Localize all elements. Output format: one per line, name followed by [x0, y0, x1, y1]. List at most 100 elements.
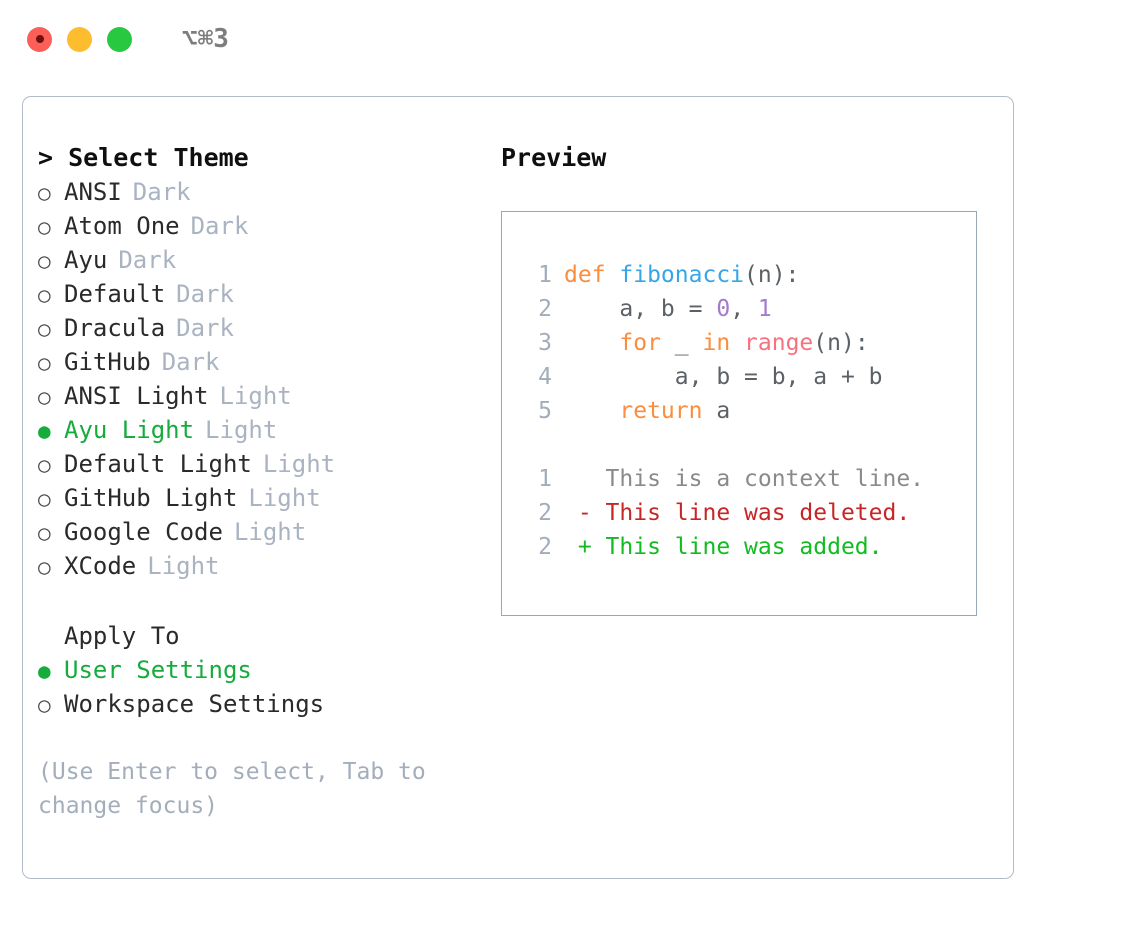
apply-to-item-1[interactable]: ○ Workspace Settings — [38, 687, 488, 721]
keyboard-shortcut-label: ⌥⌘3 — [182, 24, 229, 54]
theme-variant-badge: Light — [248, 484, 321, 512]
token-kw: in — [702, 330, 745, 356]
theme-item-4[interactable]: ○ Dracula Dark — [38, 311, 488, 345]
diff-line: 2 - This line was deleted. — [518, 496, 976, 530]
theme-variant-badge: Dark — [190, 212, 249, 240]
theme-item-10[interactable]: ○ Google Code Light — [38, 515, 488, 549]
radio-unselected-icon: ○ — [38, 249, 51, 273]
radio-unselected-icon: ○ — [38, 453, 51, 477]
theme-item-label: GitHub Light — [64, 484, 238, 512]
apply-to-title: Apply To — [64, 622, 180, 650]
diff-line: 1 This is a context line. — [518, 462, 976, 496]
code-content: a, b = b, a + b — [564, 360, 883, 394]
theme-item-11[interactable]: ○ XCode Light — [38, 549, 488, 583]
code-line: 1 def fibonacci(n): — [518, 258, 976, 292]
theme-variant-badge: Light — [205, 416, 278, 444]
theme-item-label: Default — [64, 280, 166, 308]
code-line: 4 a, b = b, a + b — [518, 360, 976, 394]
token-kw: return — [564, 398, 717, 424]
token-kw: for — [564, 330, 675, 356]
code-line: 3 for _ in range(n): — [518, 326, 976, 360]
title-bar: ⌥⌘3 — [0, 0, 1140, 78]
code-content: return a — [564, 394, 730, 428]
theme-item-3[interactable]: ○ Default Dark — [38, 277, 488, 311]
theme-variant-badge: Light — [219, 382, 292, 410]
radio-unselected-icon: ○ — [38, 521, 51, 545]
token-kw: def — [564, 262, 620, 288]
apply-to-list[interactable]: ●User Settings ○ Workspace Settings — [38, 653, 488, 721]
radio-unselected-icon: ○ — [38, 215, 51, 239]
diff-content: + This line was added. — [564, 530, 883, 564]
theme-variant-badge: Dark — [176, 314, 234, 342]
keyboard-hint: (Use Enter to select, Tab to change focu… — [38, 759, 440, 819]
radio-unselected-icon: ○ — [38, 385, 51, 409]
radio-selected-icon: ● — [38, 419, 51, 443]
theme-variant-badge: Light — [233, 518, 307, 546]
diff-content: This is a context line. — [564, 462, 925, 496]
theme-item-label: Google Code — [64, 518, 223, 546]
code-content: def fibonacci(n): — [564, 258, 799, 292]
radio-unselected-icon: ○ — [38, 351, 51, 375]
line-number: 1 — [538, 262, 552, 288]
radio-unselected-icon: ○ — [38, 317, 51, 341]
code-content: a, b = 0, 1 — [564, 292, 772, 326]
radio-unselected-icon: ○ — [38, 555, 51, 579]
theme-item-9[interactable]: ○ GitHub Light Light — [38, 481, 488, 515]
token-txt: (n): — [744, 262, 800, 288]
line-number: 2 — [538, 296, 552, 322]
code-line: 2 a, b = 0, 1 — [518, 292, 976, 326]
diff-line: 2 + This line was added. — [518, 530, 976, 564]
token-call: range — [744, 330, 814, 356]
theme-item-label: ANSI — [64, 178, 122, 206]
token-fn: fibonacci — [619, 262, 745, 288]
token-del: - This line was deleted. — [564, 500, 911, 526]
apply-to-item-label: Workspace Settings — [64, 690, 325, 718]
line-number: 1 — [538, 466, 552, 492]
code-spacer — [518, 428, 976, 462]
theme-item-label: Default Light — [64, 450, 252, 478]
theme-variant-badge: Dark — [118, 246, 177, 274]
apply-to-item-0[interactable]: ●User Settings — [38, 653, 488, 687]
diff-sample: 1 This is a context line.2 - This line w… — [518, 462, 976, 564]
code-content: for _ in range(n): — [564, 326, 869, 360]
token-txt: a, b = b, a + b — [564, 364, 883, 390]
line-number: 2 — [538, 534, 552, 560]
section-spacer — [38, 583, 488, 619]
window-controls — [27, 26, 132, 52]
line-number: 4 — [538, 364, 552, 390]
token-txt: a, b = — [564, 296, 717, 322]
theme-item-label: Dracula — [64, 314, 166, 342]
maximize-button[interactable] — [107, 26, 132, 52]
apply-to-item-label: User Settings — [64, 656, 252, 684]
code-line: 5 return a — [518, 394, 976, 428]
theme-variant-badge: Dark — [132, 178, 191, 206]
line-number: 5 — [538, 398, 552, 424]
token-num: 1 — [757, 296, 772, 322]
radio-unselected-icon: ○ — [38, 487, 51, 511]
preview-title: Preview — [501, 143, 607, 172]
close-button[interactable] — [27, 26, 52, 52]
line-number: 3 — [538, 330, 552, 356]
theme-item-label: XCode — [64, 552, 137, 580]
theme-variant-badge: Dark — [161, 348, 220, 376]
token-add: + This line was added. — [564, 534, 883, 560]
radio-unselected-icon: ○ — [38, 693, 51, 717]
minimize-button[interactable] — [67, 26, 92, 52]
theme-list-header: > Select Theme — [38, 143, 249, 172]
theme-variant-badge: Light — [147, 552, 220, 580]
theme-variant-badge: Dark — [176, 280, 234, 308]
token-txt: (n): — [813, 330, 869, 356]
radio-unselected-icon: ○ — [38, 283, 51, 307]
